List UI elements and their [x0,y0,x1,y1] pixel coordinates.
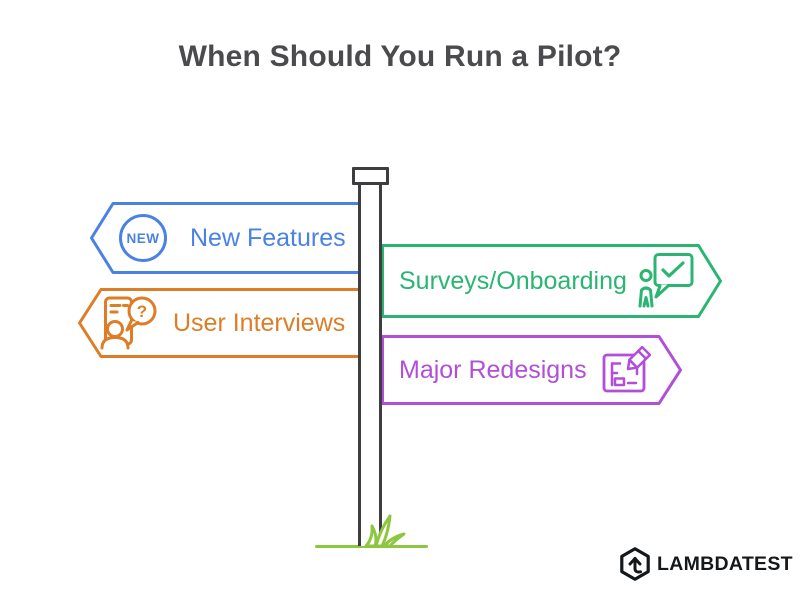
page-title: When Should You Run a Pilot? [178,40,622,73]
sign-label: Major Redesigns [399,355,587,384]
interview-question-icon: ? [100,296,157,350]
wireframe-pencil-icon [602,346,652,393]
sign-major-redesigns: Major Redesigns [381,335,682,405]
sign-label: User Interviews [173,308,346,337]
sign-new-features: NEW New Features [90,202,362,274]
signpost-pole [358,184,382,546]
lambdatest-logo-icon [620,547,650,581]
sign-label: Surveys/Onboarding [399,266,627,295]
new-badge-icon: NEW [119,214,167,262]
brand-footer: LAMBDATEST [620,547,793,581]
grass-icon [364,514,406,548]
sign-arrow-shape [381,244,722,318]
signpost-pole-cap [352,167,389,185]
sign-label: New Features [190,223,346,252]
person-check-bubble-icon [638,253,694,308]
brand-name: LAMBDATEST [657,552,793,575]
question-bubble-text: ? [137,302,147,321]
new-badge-text: NEW [126,230,160,246]
sign-user-interviews: ? User Interviews [78,288,368,358]
sign-surveys-onboarding: Surveys/Onboarding [381,244,722,318]
